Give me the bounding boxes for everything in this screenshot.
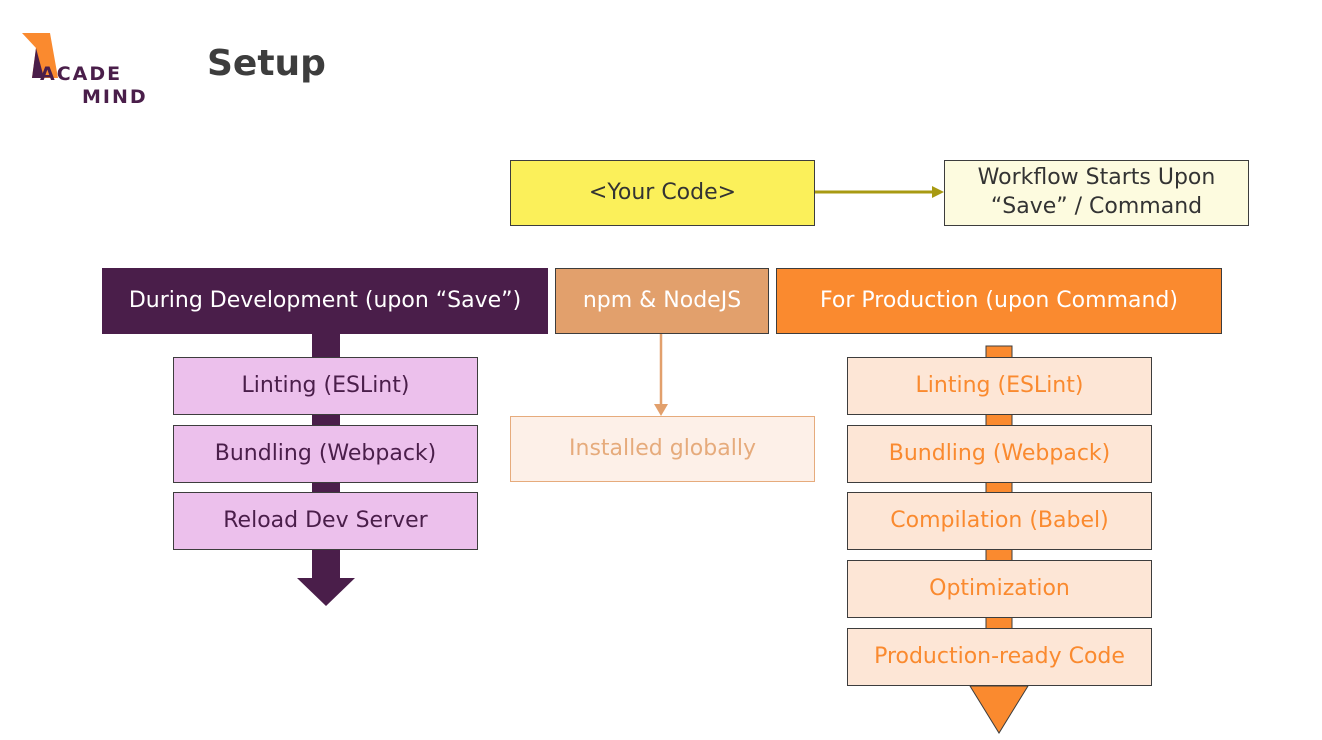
logo-mark [22,33,58,78]
logo-text-line2: MIND [82,86,148,108]
prod-step-bundling: Bundling (Webpack) [847,425,1152,483]
npm-header: npm & NodeJS [555,268,769,334]
npm-to-installed-arrowhead [654,404,668,416]
code-to-workflow-arrowhead [932,186,944,198]
academind-logo: ACADE MIND [20,30,160,110]
installed-globally-node: Installed globally [510,416,815,482]
logo-text-line1: ACADE [40,63,123,85]
prod-step-optimization: Optimization [847,560,1152,618]
dev-step-bundling: Bundling (Webpack) [173,425,478,483]
slide-title: Setup [207,43,326,84]
prod-header: For Production (upon Command) [776,268,1222,334]
prod-step-production-ready: Production-ready Code [847,628,1152,686]
prod-flow-arrowhead [969,685,1029,734]
workflow-note-node: Workflow Starts Upon “Save” / Command [944,160,1249,226]
dev-step-reload: Reload Dev Server [173,492,478,550]
prod-step-linting: Linting (ESLint) [847,357,1152,415]
dev-header: During Development (upon “Save”) [102,268,548,334]
dev-flow-arrowhead [297,578,355,606]
dev-step-linting: Linting (ESLint) [173,357,478,415]
prod-step-compilation: Compilation (Babel) [847,492,1152,550]
your-code-node: <Your Code> [510,160,815,226]
